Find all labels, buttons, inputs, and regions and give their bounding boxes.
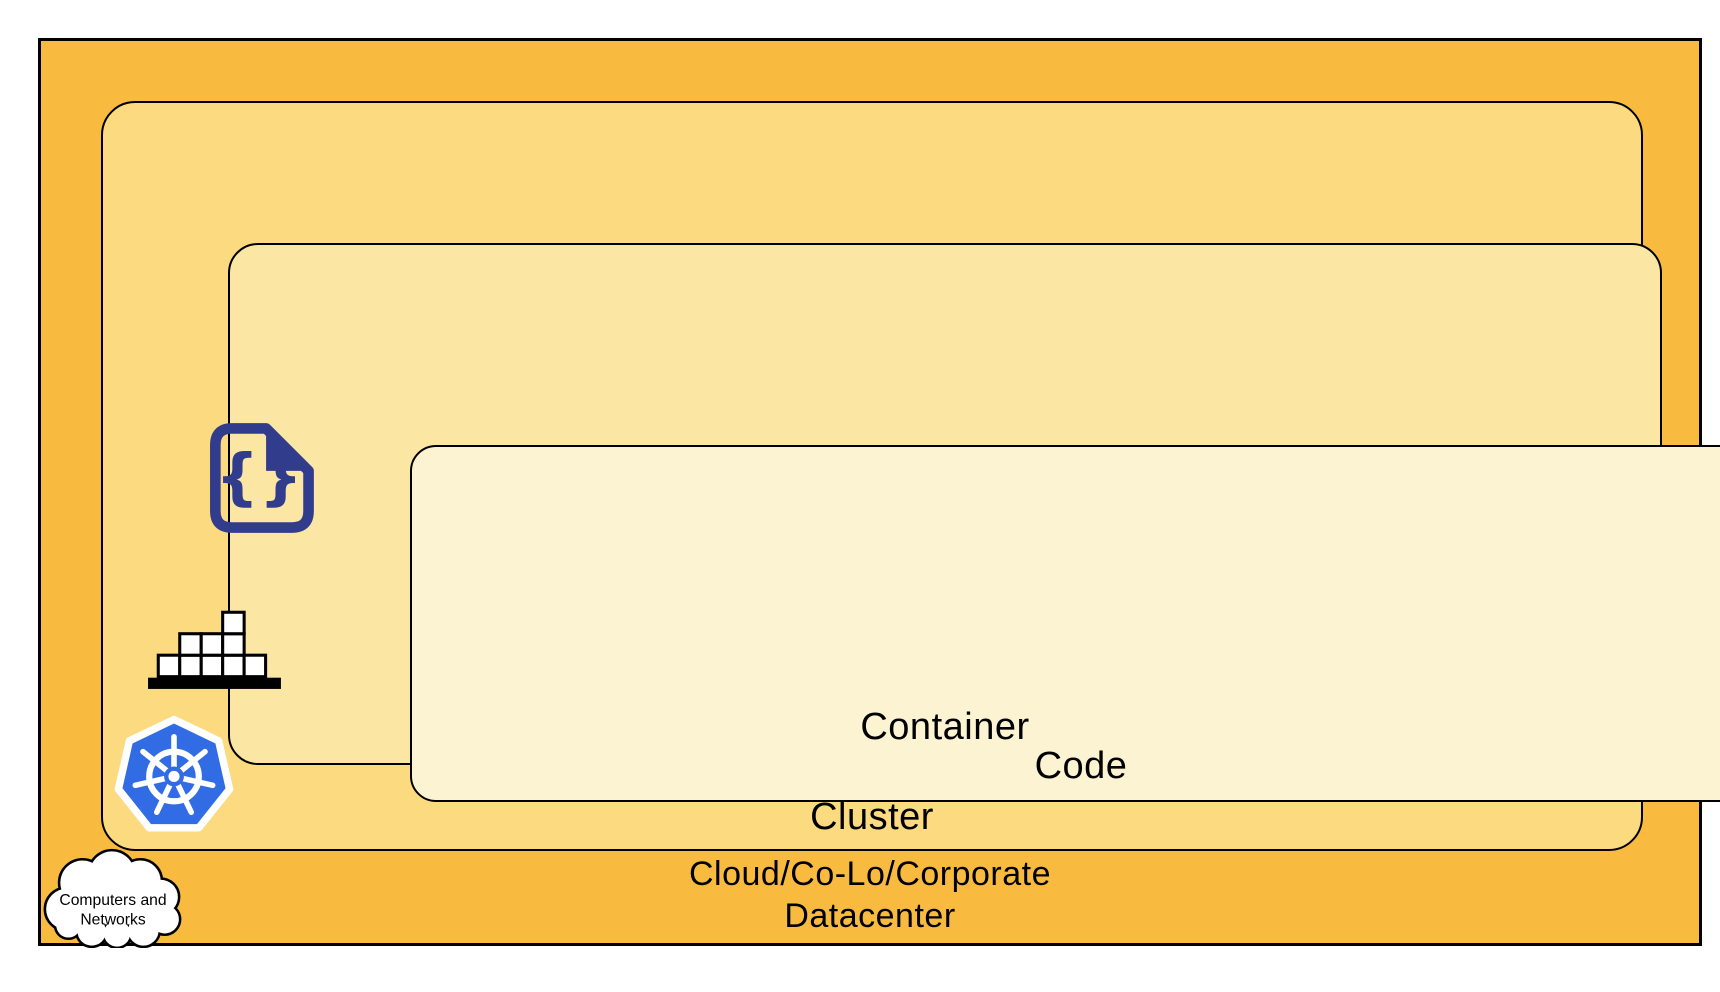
cluster-layer: Code Container Cluster — [101, 101, 1720, 851]
datacenter-label-line2: Datacenter — [784, 896, 956, 935]
code-label: Code — [1034, 745, 1128, 787]
code-file-icon: {} — [210, 423, 314, 533]
cloud-callout-line1: Computers and — [59, 892, 166, 909]
container-stack-icon — [148, 610, 281, 689]
datacenter-label-line1: Cloud/Co-Lo/Corporate — [688, 855, 1052, 894]
container-label: Container — [860, 706, 1030, 748]
cloud-callout-line2: Networks — [80, 911, 146, 928]
datacenter-label: Cloud/Co-Lo/Corporate Datacenter — [41, 854, 1699, 937]
cloud-network-icon: Computers and Networks — [43, 848, 182, 948]
code-braces-glyph: {} — [215, 442, 302, 513]
datacenter-layer: Code Container Cluster Cloud/Co-Lo/Corpo… — [38, 38, 1720, 946]
container-layer: Code Container — [228, 243, 1720, 802]
code-layer: Code — [410, 445, 1720, 802]
kubernetes-icon — [114, 715, 234, 832]
cluster-label: Cluster — [810, 796, 934, 838]
